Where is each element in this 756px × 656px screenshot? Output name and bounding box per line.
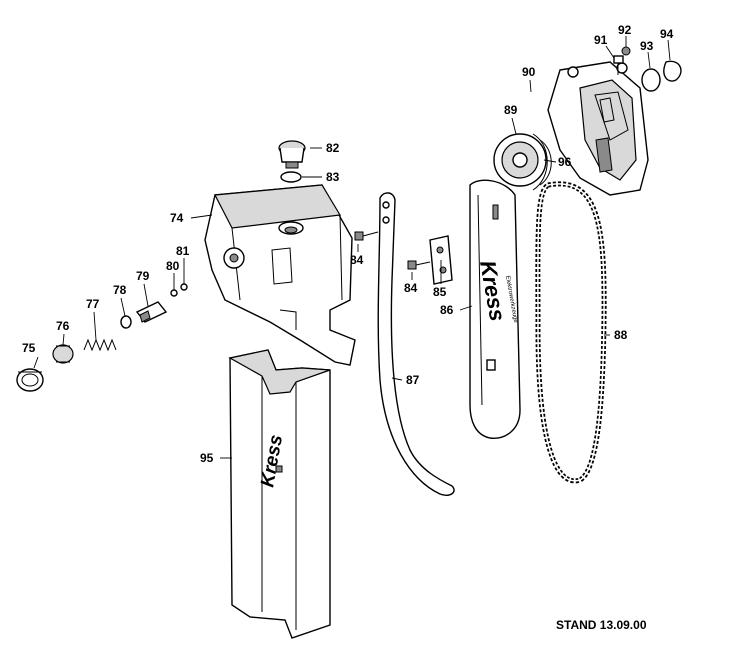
label-86: 86 xyxy=(440,303,454,317)
label-79: 79 xyxy=(136,269,150,283)
revision-stamp: STAND 13.09.00 xyxy=(556,618,647,632)
part-number-labels: 74 75 76 77 78 79 80 81 82 83 84 84 85 8… xyxy=(22,23,674,465)
label-89: 89 xyxy=(504,103,518,117)
bar-cover: Kress xyxy=(228,349,331,639)
o-ring-81 xyxy=(180,283,188,291)
label-74: 74 xyxy=(170,211,184,225)
screw-84-lower xyxy=(407,260,431,270)
screw-84-upper xyxy=(354,231,379,241)
label-77: 77 xyxy=(86,297,100,311)
oil-tank-housing xyxy=(204,184,356,366)
o-ring-93 xyxy=(641,68,661,92)
label-91: 91 xyxy=(594,33,608,47)
label-88: 88 xyxy=(614,328,628,342)
pump-spring xyxy=(83,338,117,352)
guide-bar: Kress Elektrowerkzeuge xyxy=(469,179,521,439)
label-90: 90 xyxy=(522,65,536,79)
guard-hole-upper xyxy=(382,201,390,209)
label-92: 92 xyxy=(618,23,632,37)
label-83: 83 xyxy=(326,170,340,184)
label-84-upper: 84 xyxy=(350,253,364,267)
saw-chain xyxy=(535,181,607,484)
washer-78 xyxy=(120,315,132,329)
label-76: 76 xyxy=(56,319,70,333)
clip-94 xyxy=(663,60,682,82)
sprocket xyxy=(493,133,552,191)
label-80: 80 xyxy=(166,259,180,273)
label-78: 78 xyxy=(113,283,127,297)
gear-housing xyxy=(547,61,649,196)
oil-cap xyxy=(278,140,306,169)
label-94: 94 xyxy=(660,27,674,41)
seal-ring xyxy=(280,171,302,183)
label-87: 87 xyxy=(406,373,420,387)
label-82: 82 xyxy=(326,141,340,155)
screw-91 xyxy=(613,55,624,75)
o-ring-80 xyxy=(170,289,178,297)
label-96: 96 xyxy=(558,155,572,169)
guard-hole-lower xyxy=(382,216,390,224)
bar-guard xyxy=(377,192,455,496)
leader-lines xyxy=(33,36,671,459)
pump-ring xyxy=(16,368,44,392)
piston-79 xyxy=(135,301,168,323)
label-93: 93 xyxy=(640,39,654,53)
label-84-lower: 84 xyxy=(404,281,418,295)
label-85: 85 xyxy=(433,285,447,299)
label-75: 75 xyxy=(22,341,36,355)
label-81: 81 xyxy=(176,244,190,258)
pump-knob xyxy=(52,344,74,364)
label-95: 95 xyxy=(200,451,214,465)
bolt-92 xyxy=(621,46,631,56)
